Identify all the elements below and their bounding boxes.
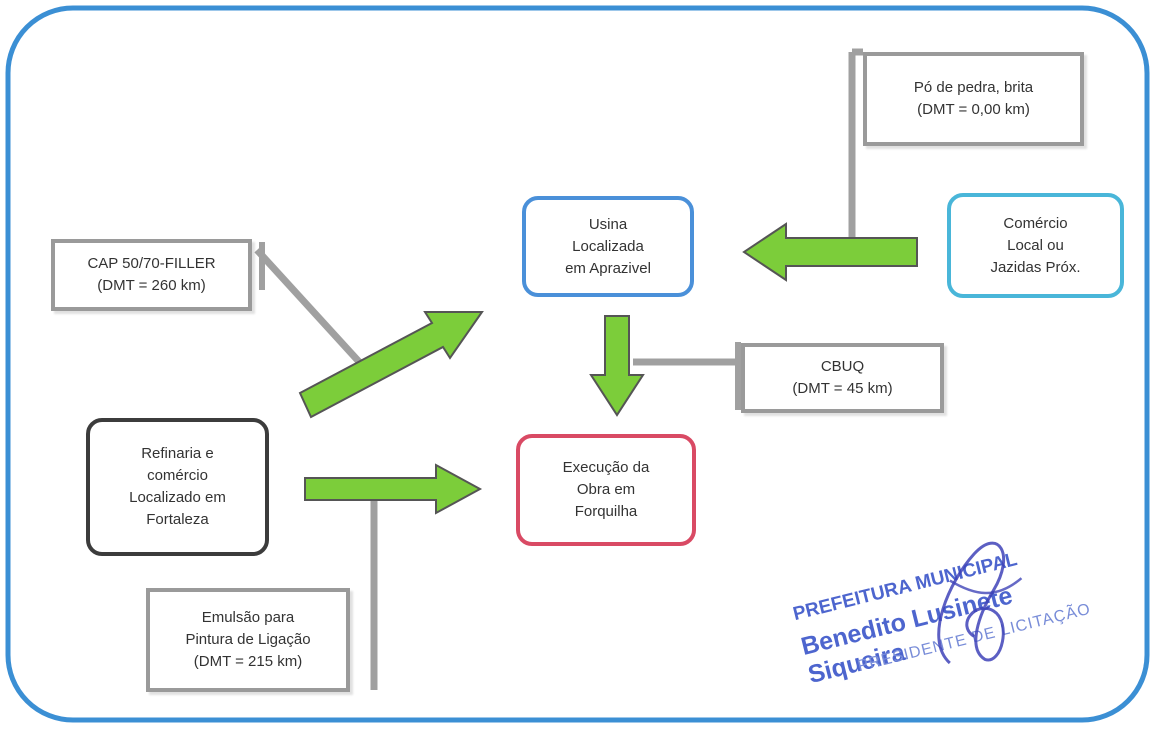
callout-po-de-pedra: Pó de pedra, brita (DMT = 0,00 km): [863, 52, 1084, 146]
node-comercio-label: Comércio Local ou Jazidas Próx.: [990, 214, 1081, 276]
signature-icon: [937, 541, 1023, 665]
arrow-refinaria-to-usina: [298, 311, 484, 419]
node-execucao-label: Execução da Obra em Forquilha: [562, 459, 650, 520]
node-refinaria: Refinaria e comércio Localizado em Forta…: [86, 418, 269, 556]
callout-cap-label: CAP 50/70-FILLER (DMT = 260 km): [87, 255, 216, 294]
callout-cap: CAP 50/70-FILLER (DMT = 260 km): [51, 239, 252, 311]
outer-frame: [5, 5, 1150, 723]
node-comercio-local: Comércio Local ou Jazidas Próx.: [947, 193, 1124, 298]
callout-cbuq: CBUQ (DMT = 45 km): [741, 343, 944, 413]
callout-po-de-pedra-label: Pó de pedra, brita (DMT = 0,00 km): [913, 79, 1034, 118]
connector-cap: [254, 247, 365, 368]
arrow-usina-to-execucao: [589, 315, 645, 417]
official-stamp: PREFEITURA MUNICIPAL Benedito Lusinete S…: [767, 510, 1123, 735]
callout-emulsao-label: Emulsão para Pintura de Ligação (DMT = 2…: [185, 609, 311, 670]
node-refinaria-label: Refinaria e comércio Localizado em Forta…: [129, 445, 226, 528]
node-usina-label: Usina Localizada em Aprazivel: [565, 215, 651, 277]
callout-emulsao: Emulsão para Pintura de Ligação (DMT = 2…: [146, 588, 350, 692]
callout-cbuq-label: CBUQ (DMT = 45 km): [792, 358, 893, 397]
node-execucao-obra: Execução da Obra em Forquilha: [516, 434, 696, 546]
arrow-comercio-to-usina: [742, 222, 918, 282]
node-usina: Usina Localizada em Aprazivel: [522, 196, 694, 297]
arrow-refinaria-to-execucao: [304, 463, 483, 515]
